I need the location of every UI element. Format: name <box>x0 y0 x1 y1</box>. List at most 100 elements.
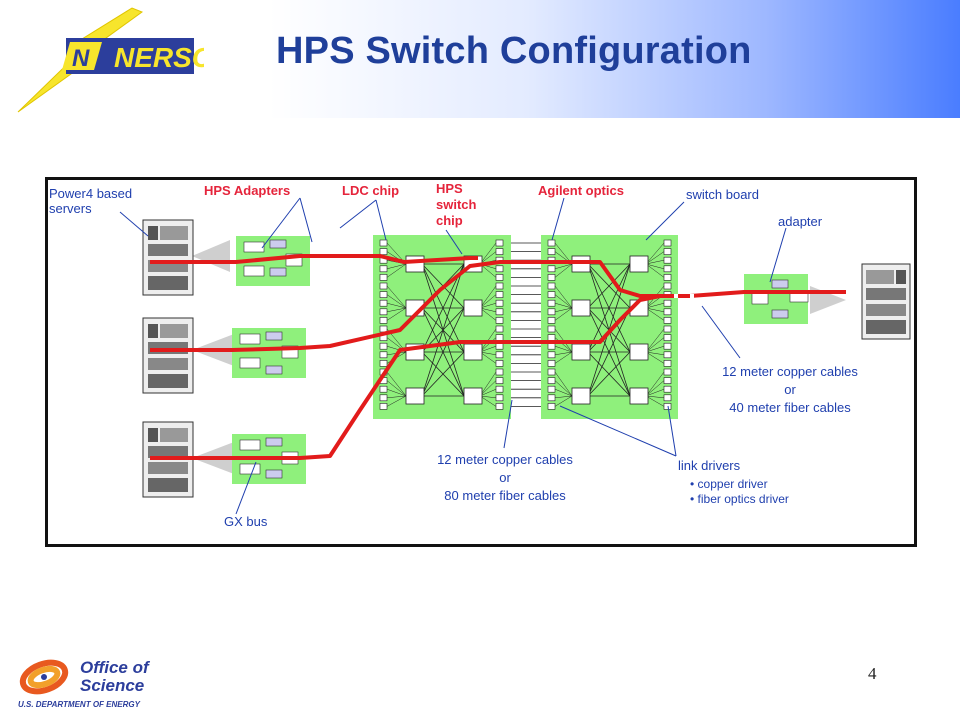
port-wire <box>645 395 665 399</box>
port-left <box>547 317 556 324</box>
port-right <box>663 394 672 402</box>
port-wire <box>479 294 497 309</box>
port-right <box>495 403 504 410</box>
port-wire <box>479 388 497 397</box>
server-icon <box>142 317 194 394</box>
port-left <box>547 342 556 350</box>
port-left <box>379 360 388 367</box>
port-left <box>547 368 556 376</box>
port-left <box>547 265 556 273</box>
port-wire <box>554 380 573 397</box>
logo-text: NERSC <box>114 42 204 73</box>
port-left <box>547 282 556 290</box>
port-wire <box>645 351 665 364</box>
label-switch-board: switch board <box>686 187 759 202</box>
pointer-lines <box>119 197 787 515</box>
port-wire <box>479 302 497 309</box>
crossbar-line <box>587 307 631 397</box>
crossbar-line <box>587 263 631 309</box>
switch-chip <box>629 343 649 361</box>
port-left <box>547 403 556 410</box>
port-wire <box>479 395 497 399</box>
port-right <box>663 334 672 341</box>
port-left <box>547 274 556 281</box>
nersc-logo: NERSC N <box>17 7 204 113</box>
port-wire <box>554 351 573 356</box>
port-wire <box>386 302 407 309</box>
port-right <box>495 351 504 359</box>
server-icon <box>142 219 194 296</box>
switch-chip <box>571 299 591 317</box>
port-wire <box>645 337 665 353</box>
port-wire <box>386 380 407 397</box>
port-left <box>547 394 556 402</box>
port-left <box>379 351 388 359</box>
port-left <box>379 274 388 281</box>
switch-chip <box>629 255 649 273</box>
port-right <box>663 360 672 367</box>
port-left <box>547 299 556 307</box>
bullet-fiber-text: fiber optics driver <box>697 492 789 506</box>
port-wire <box>479 380 497 397</box>
port-right <box>663 308 672 316</box>
port-left <box>547 360 556 367</box>
port-left <box>379 403 388 410</box>
crossbar-line <box>421 307 465 397</box>
port-wire <box>645 307 665 321</box>
port-wire <box>479 395 497 407</box>
port-wire <box>554 307 573 313</box>
page-number: 4 <box>868 664 877 683</box>
crossbar-line <box>587 263 631 353</box>
port-wire <box>479 285 497 309</box>
crossbar-line <box>587 351 631 397</box>
port-right <box>495 308 504 316</box>
port-wire <box>554 395 573 399</box>
slide-title: HPS Switch Configuration <box>276 30 752 72</box>
office-of-science-logo: Office of Science U.S. DEPARTMENT OF ENE… <box>18 658 151 709</box>
port-wire <box>479 242 497 265</box>
port-wire <box>386 395 407 407</box>
port-right <box>495 239 504 247</box>
port-wire <box>645 395 665 407</box>
switch-chip <box>463 387 483 405</box>
label-agilent-optics: Agilent optics <box>538 183 624 198</box>
crossbar-line <box>421 351 465 397</box>
label-right-cables-2: or <box>784 382 796 397</box>
port-wire <box>645 242 665 265</box>
switch-chip <box>463 299 483 317</box>
port-wire <box>386 307 407 321</box>
port-right <box>663 403 672 410</box>
port-wire <box>645 307 665 313</box>
port-right <box>495 342 504 350</box>
port-wire <box>479 307 497 321</box>
switch-chip <box>629 387 649 405</box>
port-right <box>663 299 672 307</box>
port-right <box>663 385 672 393</box>
port-wire <box>645 345 665 353</box>
port-wire <box>479 351 497 356</box>
port-wire <box>645 371 665 397</box>
port-wire <box>554 351 573 364</box>
port-wire <box>645 328 665 353</box>
port-wire <box>645 263 665 270</box>
port-right <box>495 291 504 298</box>
port-right <box>495 394 504 402</box>
port-left <box>547 239 556 247</box>
port-right <box>495 334 504 341</box>
label-hps-switch-chip-3: chip <box>436 213 463 228</box>
port-right <box>495 248 504 255</box>
port-left <box>379 265 388 273</box>
port-right <box>495 317 504 324</box>
port-right <box>663 274 672 281</box>
port-right <box>495 368 504 376</box>
port-wire <box>554 302 573 309</box>
port-wire <box>479 251 497 265</box>
label-mid-cables-3: 80 meter fiber cables <box>444 488 566 503</box>
port-wire <box>645 259 665 265</box>
switch-chip <box>405 255 425 273</box>
switch-chip <box>405 387 425 405</box>
port-wire <box>645 351 665 356</box>
port-right <box>663 325 672 333</box>
port-wire <box>554 345 573 353</box>
port-wire <box>386 388 407 397</box>
